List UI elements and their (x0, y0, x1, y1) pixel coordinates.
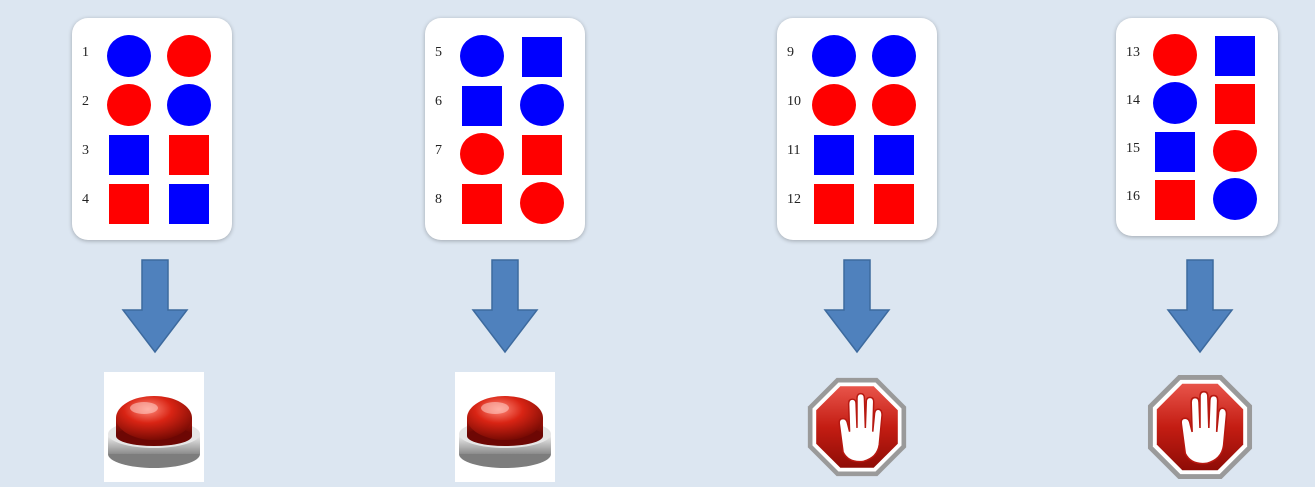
card-row: 14 (1116, 79, 1278, 127)
blue-square (522, 37, 562, 77)
down-arrow-icon (120, 258, 190, 361)
blue-square (1155, 132, 1195, 172)
card-row: 4 (72, 178, 232, 226)
red-circle (520, 182, 564, 224)
row-number: 10 (787, 94, 801, 110)
red-circle (872, 84, 916, 126)
blue-circle (1213, 178, 1257, 220)
card-row: 2 (72, 80, 232, 128)
red-circle (1153, 34, 1197, 76)
card-row: 6 (425, 80, 585, 128)
blue-circle (812, 35, 856, 77)
blue-square (109, 135, 149, 175)
row-number: 1 (82, 45, 89, 61)
row-number: 15 (1126, 141, 1140, 157)
shape-card-4: 13 14 15 16 (1116, 18, 1278, 236)
blue-square (169, 184, 209, 224)
red-circle (812, 84, 856, 126)
red-circle (460, 133, 504, 175)
row-number: 7 (435, 143, 442, 159)
card-row: 9 (777, 31, 937, 79)
red-circle (107, 84, 151, 126)
blue-circle (520, 84, 564, 126)
blue-circle (1153, 82, 1197, 124)
red-square (1215, 84, 1255, 124)
row-number: 2 (82, 94, 89, 110)
red-square (874, 184, 914, 224)
card-row: 15 (1116, 127, 1278, 175)
blue-circle (107, 35, 151, 77)
card-row: 12 (777, 178, 937, 226)
blue-circle (872, 35, 916, 77)
stop-hand-icon (806, 372, 908, 482)
card-row: 7 (425, 129, 585, 177)
blue-square (874, 135, 914, 175)
red-square (522, 135, 562, 175)
row-number: 6 (435, 94, 442, 110)
blue-circle (167, 84, 211, 126)
card-row: 16 (1116, 175, 1278, 223)
red-square (814, 184, 854, 224)
red-circle (167, 35, 211, 77)
down-arrow-icon (822, 258, 892, 361)
red-square (169, 135, 209, 175)
card-row: 3 (72, 129, 232, 177)
stop-hand-icon (1146, 372, 1254, 482)
card-row: 1 (72, 31, 232, 79)
down-arrow-icon (470, 258, 540, 361)
red-push-button-icon (454, 372, 556, 482)
row-number: 13 (1126, 45, 1140, 61)
red-square (462, 184, 502, 224)
shape-card-2: 5 6 7 8 (425, 18, 585, 240)
shape-card-1: 1 2 3 4 (72, 18, 232, 240)
row-number: 16 (1126, 189, 1140, 205)
row-number: 5 (435, 45, 442, 61)
blue-circle (460, 35, 504, 77)
card-row: 13 (1116, 31, 1278, 79)
blue-square (462, 86, 502, 126)
row-number: 8 (435, 192, 442, 208)
blue-square (1215, 36, 1255, 76)
red-square (1155, 180, 1195, 220)
red-circle (1213, 130, 1257, 172)
card-row: 10 (777, 80, 937, 128)
row-number: 11 (787, 143, 800, 159)
row-number: 4 (82, 192, 89, 208)
down-arrow-icon (1165, 258, 1235, 361)
red-square (109, 184, 149, 224)
shape-card-3: 9 10 11 12 (777, 18, 937, 240)
card-row: 5 (425, 31, 585, 79)
row-number: 9 (787, 45, 794, 61)
card-row: 8 (425, 178, 585, 226)
blue-square (814, 135, 854, 175)
red-push-button-icon (103, 372, 205, 482)
row-number: 14 (1126, 93, 1140, 109)
row-number: 3 (82, 143, 89, 159)
row-number: 12 (787, 192, 801, 208)
card-row: 11 (777, 129, 937, 177)
